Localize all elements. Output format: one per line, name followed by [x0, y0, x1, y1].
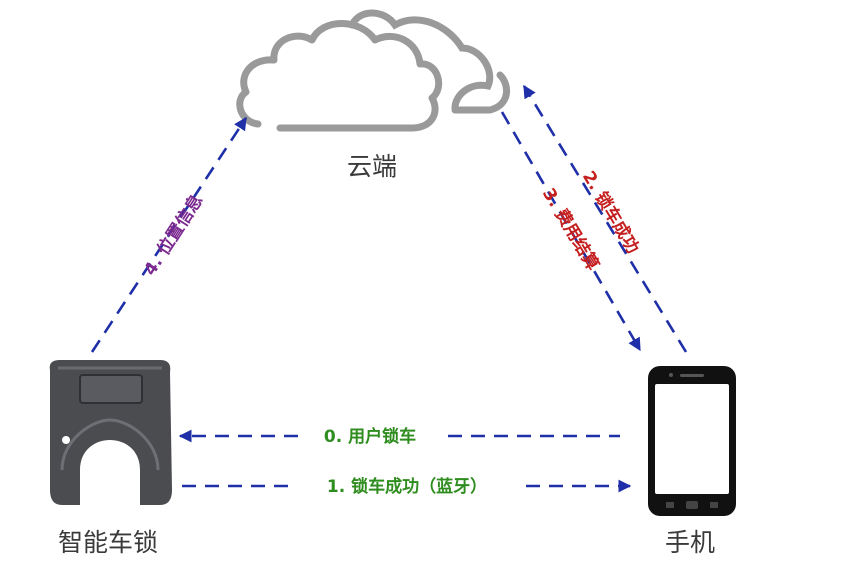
lock-label: 智能车锁 [58, 528, 158, 557]
edge-label-location-info: 4. 位置信息 [139, 191, 207, 280]
smartphone-icon [648, 366, 736, 516]
arrow-location-info [90, 116, 248, 353]
edge-label-user-lock: 0. 用户锁车 [324, 426, 416, 447]
cloud-label: 云端 [347, 152, 397, 181]
arrow-lock-success-cloud [522, 84, 688, 353]
cloud-icon [236, 9, 510, 132]
bike-lock-icon [49, 360, 172, 505]
edge-label-lock-success-bt: 1. 锁车成功（蓝牙） [327, 476, 487, 497]
phone-label: 手机 [665, 528, 715, 557]
